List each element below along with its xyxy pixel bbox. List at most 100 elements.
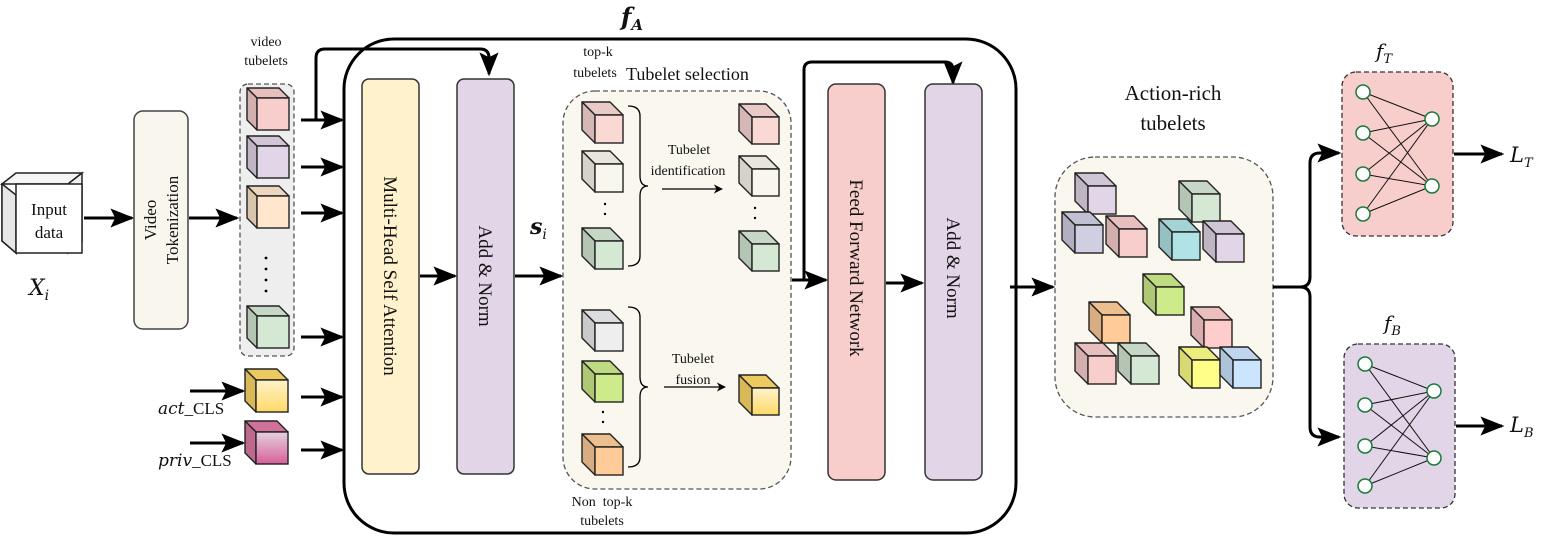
network-edge: [1362, 173, 1433, 187]
video-tubelets-label-1: video: [250, 35, 281, 50]
act-cls-label: act_CLS: [158, 399, 224, 419]
network-node-icon: [1357, 356, 1373, 372]
selection-dots: [601, 202, 757, 424]
network-node-icon: [1355, 206, 1371, 222]
action-rich-cube-icon: [1117, 342, 1160, 385]
network-edge: [1362, 91, 1433, 120]
non-topk-cube-icon: [581, 360, 624, 403]
network-edge: [1362, 118, 1433, 215]
add-norm-label-2: Add & Norm: [942, 217, 963, 319]
ffn-label: Feed Forward Network: [845, 179, 866, 357]
network-edge: [1362, 91, 1433, 187]
network-node-icon: [1357, 397, 1373, 413]
action-rich-cube-icon: [1219, 346, 1262, 389]
topk-brace: [627, 105, 649, 267]
action-rich-cube-icon: [1105, 215, 1148, 258]
action-rich-cube-icon: [1178, 346, 1221, 389]
priv-cls-label: priv_CLS: [158, 451, 232, 471]
action-rich-label-1: Action-rich: [1125, 81, 1222, 105]
head-b-block: [1343, 343, 1456, 509]
topk-cube-icon: [581, 150, 624, 193]
residual-connection-2: [802, 60, 963, 280]
encoder-title: fA: [619, 2, 643, 34]
add-norm-label-1: Add & Norm: [474, 225, 495, 327]
non-topk-label-1: Non top-k: [572, 495, 633, 510]
identification-label-1: Tubelet: [668, 143, 710, 158]
topk-cube-icon: [581, 101, 624, 144]
identified-cube-icon: [738, 230, 780, 272]
loss-b: LB: [1509, 413, 1534, 441]
arrow-to-head-b: [1299, 285, 1342, 447]
fused-cube-icon: [738, 374, 780, 416]
cls-token-cubes: [244, 368, 289, 465]
network-node-icon: [1424, 111, 1440, 127]
action-rich-cube-icon: [1178, 180, 1221, 223]
network-edge: [1362, 118, 1433, 175]
network-edge: [1364, 445, 1435, 459]
identification-label-2: identification: [651, 164, 726, 179]
tokenization-label-2: Tokenization: [163, 175, 182, 264]
non-topk-brace: [627, 306, 649, 468]
network-node-icon: [1355, 84, 1371, 100]
ellipsis-dots: [264, 256, 268, 293]
identified-cube-icon: [738, 103, 780, 145]
non-topk-label-2: tubelets: [580, 514, 624, 529]
network-node-icon: [1357, 478, 1373, 494]
video-tubelet-cube-icon: [246, 185, 290, 229]
action-rich-label-2: tubelets: [1140, 111, 1205, 135]
network-edge: [1362, 185, 1433, 215]
multi-head-self-attention-block: [361, 78, 420, 475]
input-data-cube: Input data: [0, 171, 85, 255]
topk-label-2: tubelets: [573, 66, 617, 81]
add-norm-block-2: [924, 83, 983, 481]
network-edge: [1364, 457, 1435, 487]
scores-symbol: si: [529, 214, 547, 243]
head-t-block: [1341, 71, 1454, 237]
head-b-title: fB: [1382, 311, 1401, 339]
video-tubelet-cube-icon: [246, 135, 290, 179]
network-node-icon: [1357, 438, 1373, 454]
loss-t: LT: [1509, 143, 1534, 171]
video-tubelet-cube-icon: [246, 87, 290, 131]
video-tubelets-label-2: tubelets: [244, 54, 288, 69]
action-rich-cube-icon: [1088, 301, 1131, 344]
network-edge: [1362, 132, 1433, 187]
action-rich-cube-icon: [1190, 306, 1233, 349]
priv-cls-cube-icon: [244, 420, 289, 465]
feed-forward-network-block: [827, 83, 886, 481]
action-rich-cube-icon: [1142, 273, 1185, 316]
topk-label-1: top-k: [583, 45, 613, 60]
act-cls-cube-icon: [244, 368, 289, 413]
head-b-network: [1357, 356, 1442, 494]
network-edge: [1364, 363, 1435, 392]
network-edge: [1364, 404, 1435, 459]
action-rich-cubes: [1061, 172, 1262, 389]
residual-connection-1: [314, 47, 499, 120]
action-rich-cube-icon: [1061, 211, 1104, 254]
input-label-2: data: [35, 223, 64, 242]
encoder-input-arrows: [301, 110, 345, 460]
non-topk-cube-icon: [581, 309, 624, 352]
action-rich-cube-icon: [1074, 342, 1117, 385]
tokenization-label-1: Video: [141, 200, 160, 241]
network-edge: [1364, 390, 1435, 406]
video-tubelet-cube-icon: [246, 305, 290, 349]
action-rich-cube-icon: [1158, 218, 1201, 261]
network-node-icon: [1355, 125, 1371, 141]
network-node-icon: [1355, 166, 1371, 182]
network-edge: [1362, 118, 1433, 134]
network-edge: [1364, 390, 1435, 447]
mhsa-label: Multi-Head Self Attention: [379, 176, 400, 376]
fusion-label-2: fusion: [676, 373, 711, 388]
network-edge: [1364, 390, 1435, 487]
input-symbol: Xi: [27, 276, 49, 304]
network-edge: [1364, 363, 1435, 459]
head-t-title: fT: [1374, 39, 1393, 67]
selection-cubes: [581, 101, 780, 476]
non-topk-cube-icon: [581, 433, 624, 476]
tubelet-selection-title: Tubelet selection: [626, 64, 749, 84]
identified-cube-icon: [738, 155, 780, 197]
action-rich-cube-icon: [1074, 172, 1117, 215]
network-node-icon: [1424, 178, 1440, 194]
input-label-1: Input: [31, 200, 67, 219]
